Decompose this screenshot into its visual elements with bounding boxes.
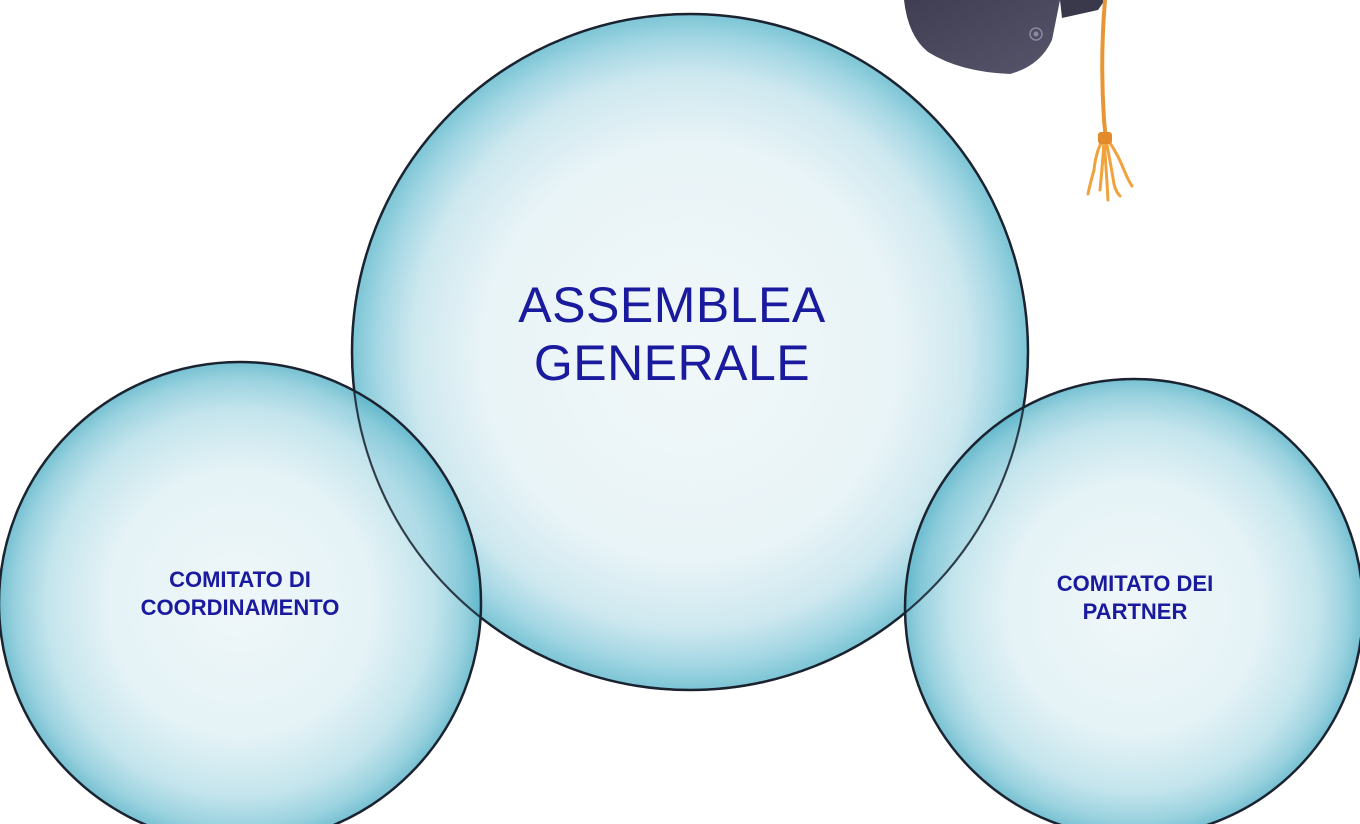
- circle-comitato-coordinamento: [0, 360, 483, 824]
- graduation-cap-icon: [904, 0, 1134, 202]
- circle-assemblea-generale-outline: [351, 13, 1029, 691]
- circle-comitato-partner: [903, 377, 1360, 824]
